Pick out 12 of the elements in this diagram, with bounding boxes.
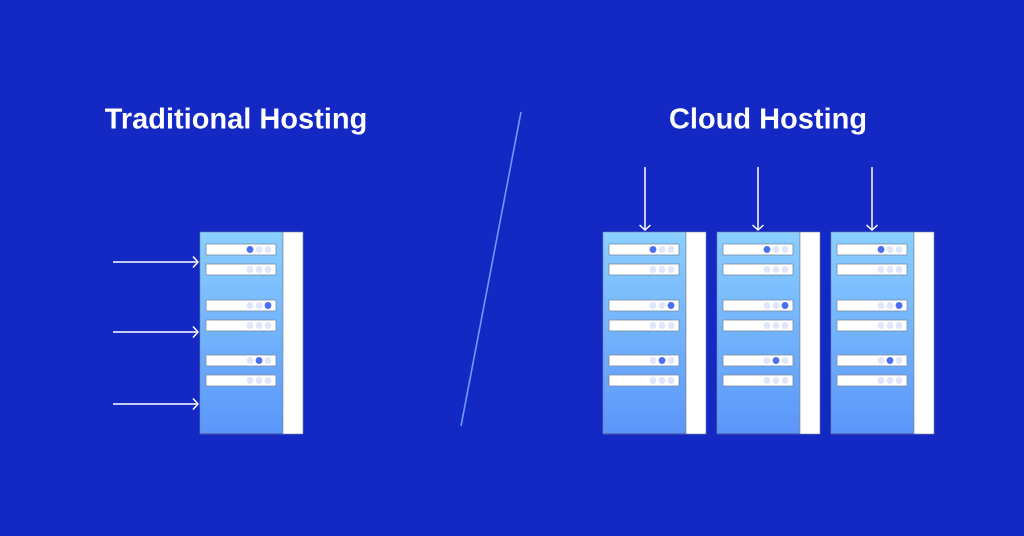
server-drawing (199, 231, 304, 435)
arrow (865, 166, 879, 231)
arrow (751, 166, 765, 231)
arrow (112, 397, 199, 411)
server-drawing (830, 231, 935, 435)
arrow (112, 325, 199, 339)
heading: Traditional Hosting (105, 107, 366, 135)
server-drawing (716, 231, 821, 435)
server-drawing (602, 231, 707, 435)
heading: Cloud Hosting (670, 107, 866, 135)
arrow (638, 166, 652, 231)
arrow (112, 255, 199, 269)
